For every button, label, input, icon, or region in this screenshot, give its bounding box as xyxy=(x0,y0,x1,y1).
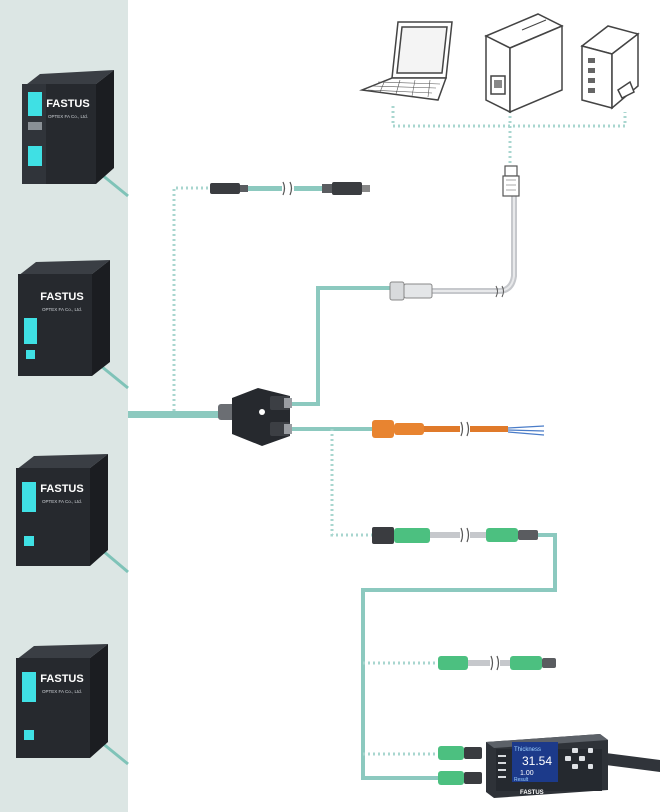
y-branch-up-cable xyxy=(285,286,392,406)
display-brand: FASTUS xyxy=(520,790,544,796)
display-main-value: 31.54 xyxy=(522,754,552,768)
green-cable-assembly xyxy=(372,527,538,544)
sensor-1-maker: OPTEX FA Co., Ltd. xyxy=(48,114,88,119)
key-left[interactable] xyxy=(565,756,571,761)
display-keypad[interactable] xyxy=(565,748,593,769)
sensor-2-brand: FASTUS xyxy=(40,291,83,303)
sensor-4-brand: FASTUS xyxy=(40,673,83,685)
lan-cable xyxy=(432,196,517,294)
lower-green-cable-assembly xyxy=(438,655,556,671)
y-junction-connector xyxy=(218,388,292,446)
sensor-head-1: FASTUS OPTEX FA Co., Ltd. xyxy=(22,70,114,184)
sensor-3-brand: FASTUS xyxy=(40,483,83,495)
extension-cable-assembly xyxy=(210,181,370,196)
key-set[interactable] xyxy=(588,748,593,753)
sensor-4-maker: OPTEX FA Co., Ltd. xyxy=(42,689,82,694)
controller-module-icon xyxy=(484,13,564,114)
green-dotted-link xyxy=(330,429,372,537)
sensor-head-2: FASTUS OPTEX FA Co., Ltd. xyxy=(18,260,110,376)
key-mode[interactable] xyxy=(588,764,593,769)
display-input-connectors xyxy=(438,746,482,785)
display-status-text: Result xyxy=(514,777,529,783)
main-trunk-cable xyxy=(128,411,228,418)
orange-cable-assembly xyxy=(372,420,545,438)
extension-dotted-link xyxy=(172,186,210,411)
key-down[interactable] xyxy=(572,764,578,769)
display-unit: Thickness 31.54 1.00 Result FASTUS xyxy=(486,734,660,798)
ethernet-plug-icon xyxy=(502,165,520,197)
sensor-head-4: FASTUS OPTEX FA Co., Ltd. xyxy=(16,644,108,758)
key-right[interactable] xyxy=(579,756,585,761)
display-sub-value: 1.00 xyxy=(520,770,534,777)
sensor-3-maker: OPTEX FA Co., Ltd. xyxy=(42,499,82,504)
sensor-head-3: FASTUS OPTEX FA Co., Ltd. xyxy=(16,454,108,566)
network-hub-icon xyxy=(580,25,640,110)
sensor-2-maker: OPTEX FA Co., Ltd. xyxy=(42,307,82,312)
laptop-icon xyxy=(359,21,453,101)
display-feed-cable xyxy=(361,533,557,780)
display-channel-label: Thickness xyxy=(514,747,541,753)
lan-connector xyxy=(389,281,504,301)
sensor-1-brand: FASTUS xyxy=(46,98,89,110)
key-up[interactable] xyxy=(572,748,578,753)
